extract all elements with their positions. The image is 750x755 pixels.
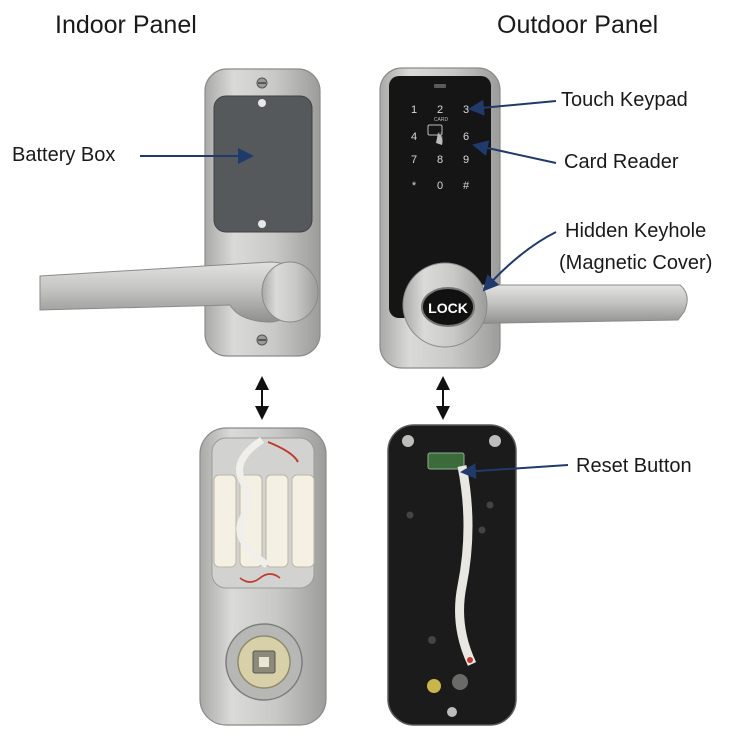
keypad-key-3[interactable]: 3 bbox=[463, 104, 469, 116]
magnetic-cover-label: (Magnetic Cover) bbox=[559, 252, 713, 274]
outdoor-panel: 123456789*0# CARD LOCK bbox=[379, 67, 688, 369]
indoor-panel bbox=[39, 68, 321, 357]
keypad-key-8[interactable]: 8 bbox=[437, 154, 443, 166]
keypad-key-1[interactable]: 1 bbox=[411, 104, 417, 116]
screw-icon bbox=[489, 435, 501, 447]
keypad-key-0[interactable]: 0 bbox=[437, 180, 443, 192]
card-label: CARD bbox=[434, 117, 449, 123]
card-icon bbox=[427, 124, 443, 145]
outdoor-panel-title: Outdoor Panel bbox=[497, 11, 659, 39]
screw-icon bbox=[447, 707, 457, 717]
battery-box-label: Battery Box bbox=[12, 144, 116, 166]
hidden-keyhole-label: Hidden Keyhole bbox=[565, 220, 707, 242]
keypad-key-hash[interactable]: # bbox=[463, 180, 470, 192]
keypad-key-star[interactable]: * bbox=[412, 180, 417, 192]
lock-button-label: LOCK bbox=[428, 300, 468, 316]
card-reader-label: Card Reader bbox=[564, 151, 679, 173]
indoor-panel-interior bbox=[199, 427, 327, 726]
keypad-key-9[interactable]: 9 bbox=[463, 154, 469, 166]
touch-keypad-face bbox=[389, 76, 491, 318]
lock-button[interactable] bbox=[421, 287, 475, 327]
arrow-icon bbox=[468, 99, 557, 116]
keypad-key-7[interactable]: 7 bbox=[411, 154, 417, 166]
keypad-key-4[interactable]: 4 bbox=[411, 131, 417, 143]
arrow-icon bbox=[482, 231, 557, 292]
keypad-keys: 123456789*0# bbox=[411, 104, 470, 192]
screw-icon bbox=[402, 435, 414, 447]
touch-keypad-label: Touch Keypad bbox=[561, 89, 688, 111]
reset-button-label: Reset Button bbox=[576, 455, 692, 477]
battery-box-cover bbox=[213, 95, 313, 233]
keypad-key-2[interactable]: 2 bbox=[437, 104, 443, 116]
keypad-key-6[interactable]: 6 bbox=[463, 131, 469, 143]
indoor-panel-title: Indoor Panel bbox=[55, 11, 197, 39]
indoor-lever-handle bbox=[39, 261, 301, 323]
arrow-icon bbox=[472, 140, 557, 164]
outdoor-panel-interior bbox=[387, 424, 517, 726]
arrow-icon bbox=[460, 463, 569, 480]
reset-button[interactable] bbox=[427, 452, 465, 470]
